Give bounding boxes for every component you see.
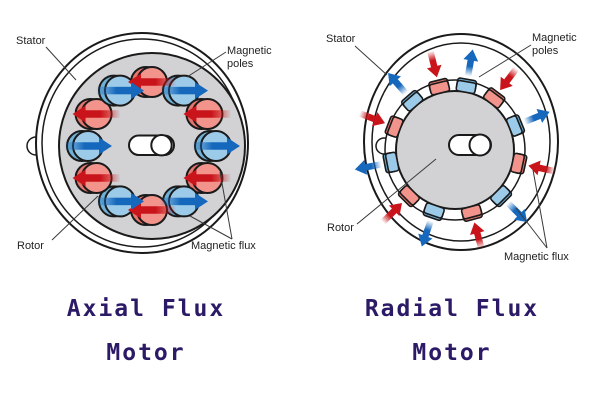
- flux-arrow-red: [128, 201, 176, 219]
- magnet-pole-blue: [490, 185, 513, 208]
- flux-arrows-group: [64, 73, 240, 219]
- stator-inner-ring: [371, 42, 551, 242]
- flux-arrow-red: [500, 66, 519, 91]
- shaft-hole: [150, 134, 173, 157]
- rotor-leader-line: [51, 195, 99, 241]
- label-rotor-right: Rotor: [327, 222, 354, 234]
- label-magnetic-poles-left: Magnetic poles: [227, 45, 272, 70]
- label-magnetic-flux-left: Magnetic flux: [191, 240, 256, 252]
- magnet-pole-red: [428, 77, 451, 96]
- label-magnetic-flux-right: Magnetic flux: [504, 251, 569, 263]
- flux-arrow-red: [183, 105, 232, 123]
- magnet-pole-blue: [382, 151, 400, 174]
- label-stator-left: Stator: [16, 35, 46, 47]
- magnet-pole-red: [482, 87, 506, 109]
- magnetic-poles-group: [382, 77, 528, 223]
- magnet-pole-blue: [505, 114, 526, 137]
- label-rotor-left: Rotor: [17, 240, 44, 252]
- flux-arrow-blue: [160, 192, 208, 210]
- radial-motor-caption: Radial Flux Motor: [364, 296, 540, 366]
- flux-arrow-blue: [160, 82, 208, 100]
- flux-arrow-red: [528, 160, 556, 176]
- magnet-pole-red: [397, 185, 420, 208]
- magnetic-flux-leader-line: [515, 207, 548, 249]
- label-magnetic-poles-right: Magnetic poles: [532, 32, 577, 57]
- flux-arrow-red: [358, 110, 385, 127]
- flux-arrow-blue: [418, 219, 434, 247]
- flux-arrow-blue: [523, 108, 550, 125]
- stator-leader-line: [45, 46, 77, 81]
- magnet-pole-red: [510, 152, 528, 175]
- radial-flux-motor-diagram: [354, 33, 559, 251]
- magnet-pole-red: [384, 115, 404, 138]
- magnetic-flux-leader-line: [189, 215, 233, 240]
- flux-arrow-red: [426, 50, 442, 78]
- flux-arrow-blue: [354, 160, 382, 175]
- magnet-pole-blue: [400, 89, 424, 112]
- flux-arrow-blue: [64, 137, 112, 155]
- flux-arrow-blue: [96, 192, 144, 210]
- magnet-pole-red: [460, 204, 483, 223]
- flux-arrow-blue: [192, 137, 240, 155]
- flux-arrow-red: [380, 203, 402, 225]
- shaft-hole: [468, 133, 492, 157]
- magnet-pole-blue: [455, 77, 478, 95]
- magnetic-poles-leader-line: [186, 51, 227, 78]
- axial-flux-motor-diagram: [26, 32, 249, 254]
- rotor-leader-line: [356, 158, 437, 225]
- stator-leader-line: [354, 45, 388, 76]
- flux-arrow-blue: [463, 49, 479, 77]
- magnet-pole-blue: [422, 202, 445, 222]
- magnetic-poles-leader-line: [478, 44, 532, 78]
- flux-arrow-red: [183, 169, 232, 187]
- flux-arrow-blue: [388, 73, 409, 96]
- axial-motor-caption: Axial Flux Motor: [66, 296, 226, 366]
- label-stator-right: Stator: [326, 33, 356, 45]
- flux-arrow-red: [72, 169, 121, 187]
- flux-arrow-red: [470, 222, 485, 250]
- magnetic-flux-leader-line: [532, 169, 548, 249]
- flux-arrow-red: [128, 73, 176, 91]
- flux-arrows-group: [354, 49, 556, 250]
- magnetic-flux-leader-line: [219, 171, 233, 240]
- flux-arrow-red: [72, 105, 121, 123]
- flux-arrow-blue: [96, 82, 144, 100]
